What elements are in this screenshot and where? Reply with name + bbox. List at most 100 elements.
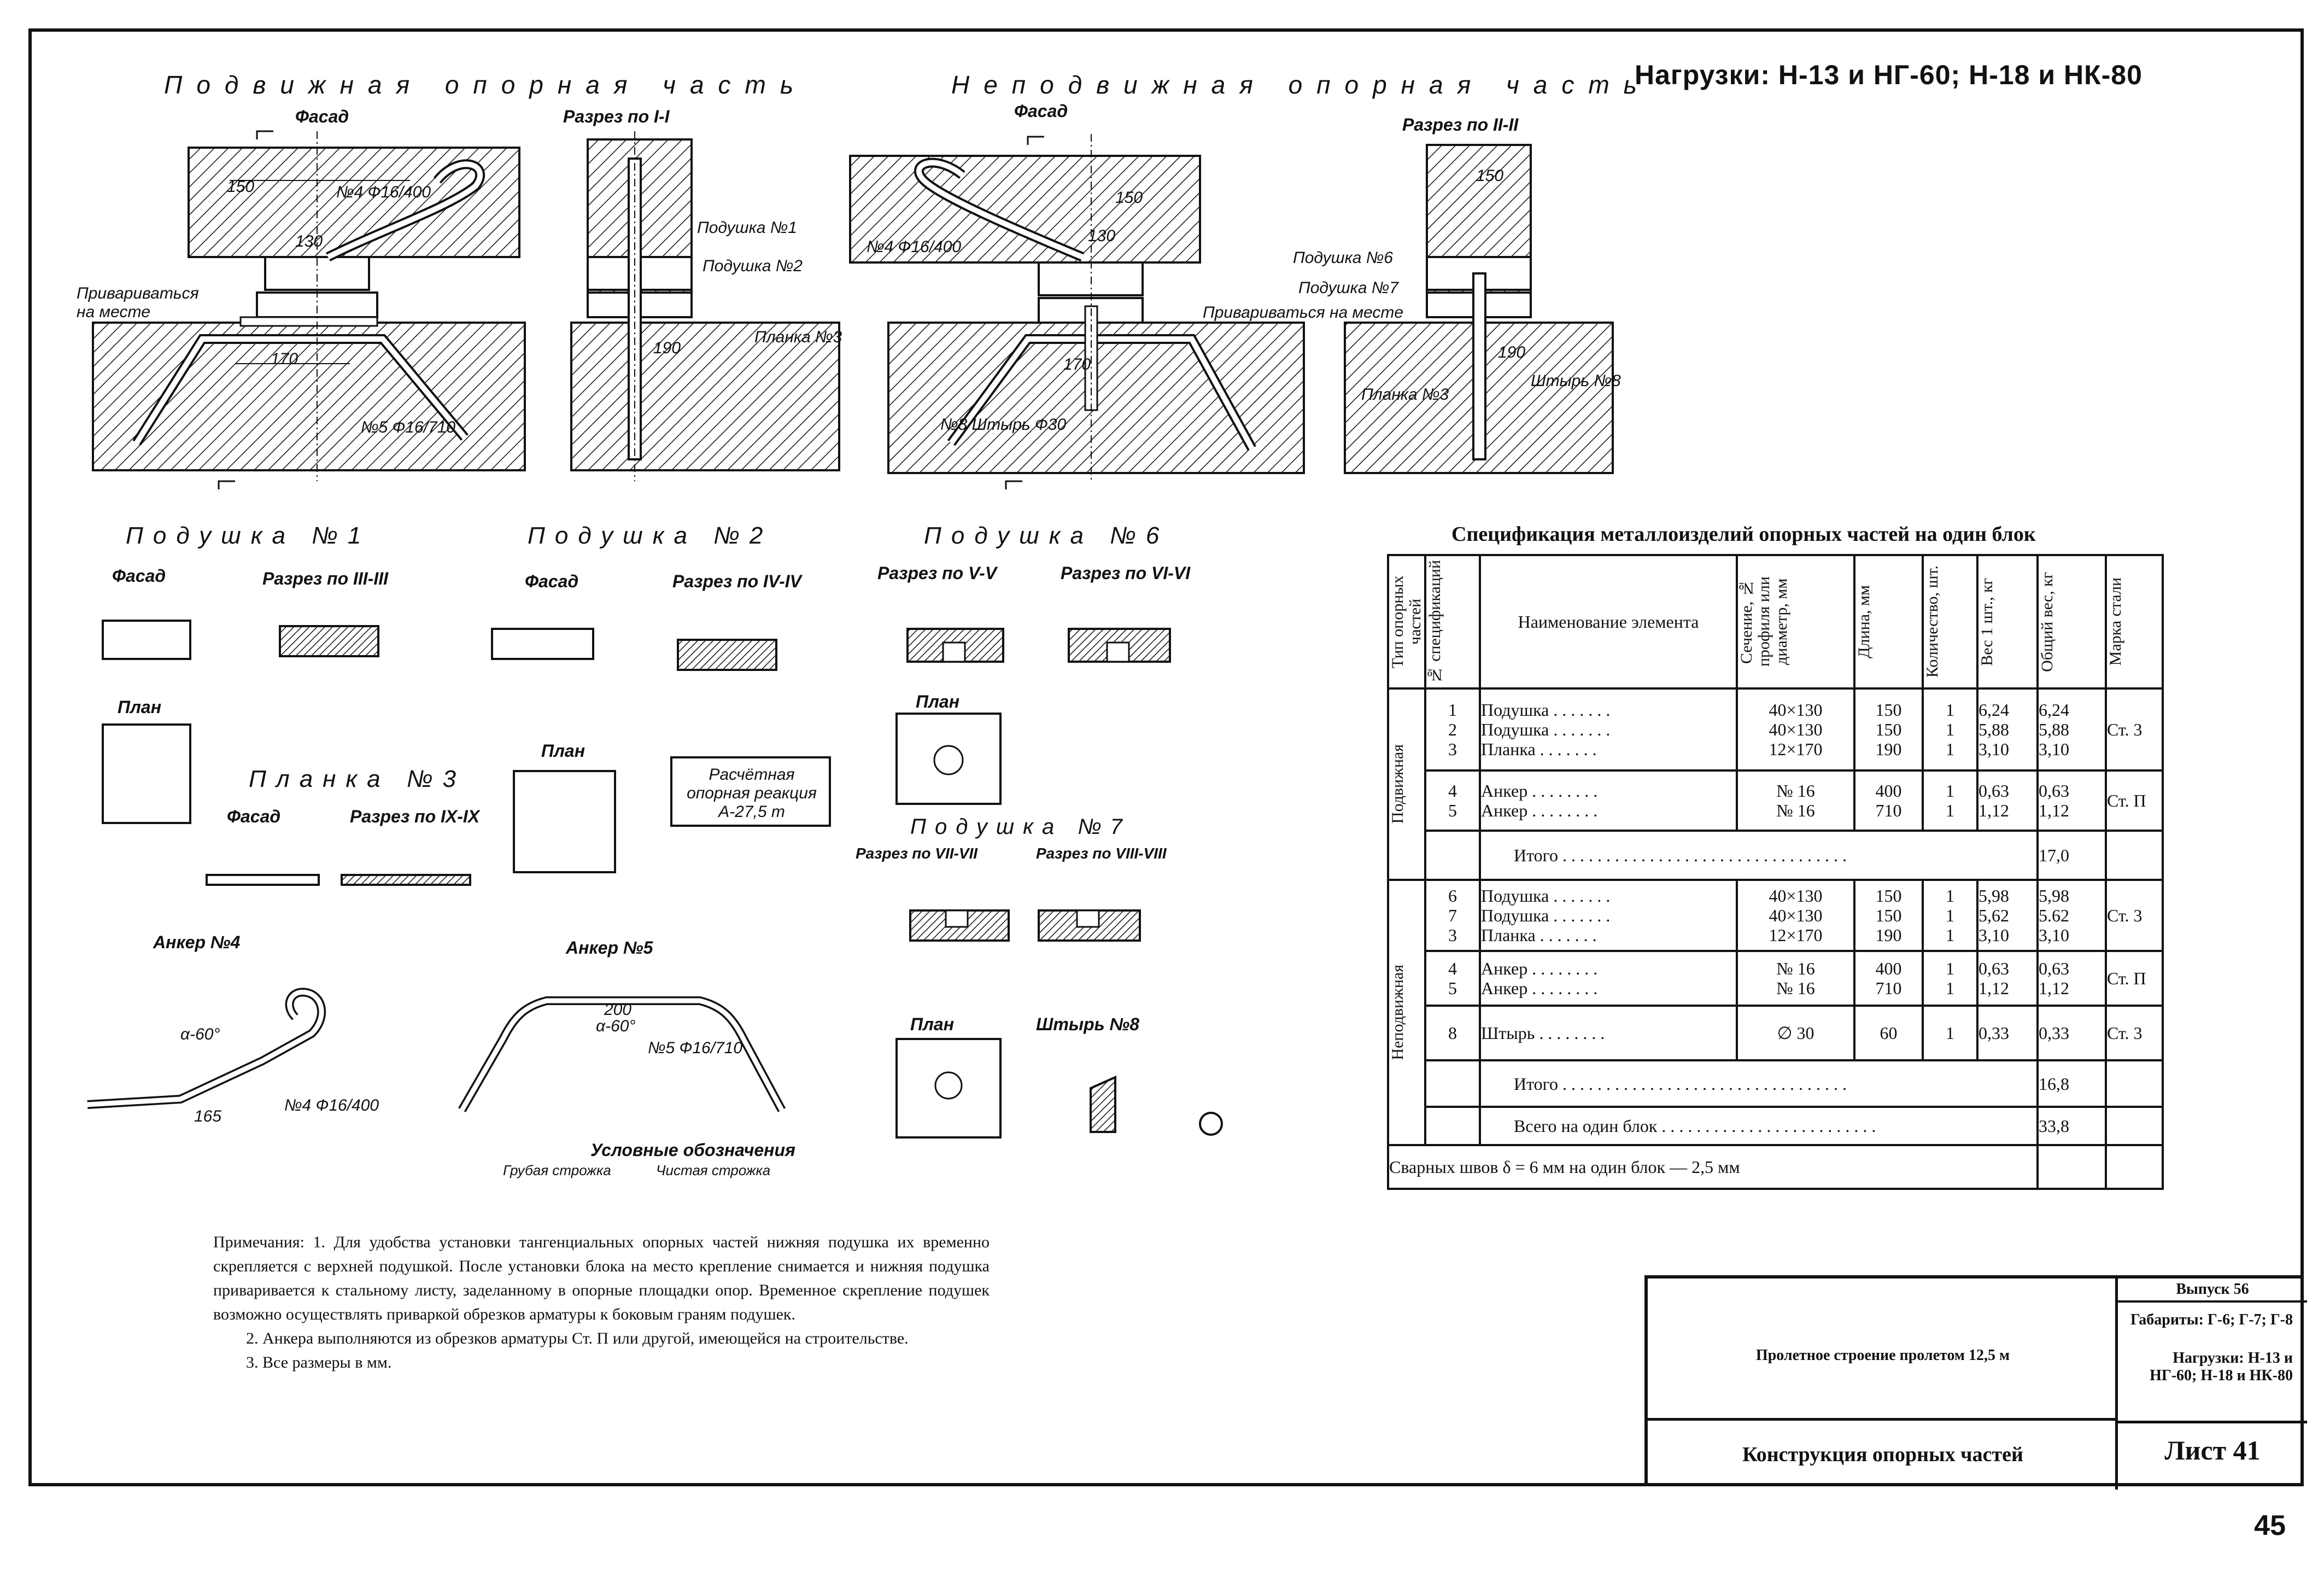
col-length: Длина, мм <box>1853 554 1924 690</box>
title-gabarits: Габариты: Г-6; Г-7; Г-8 <box>2130 1311 2293 1328</box>
cushion-6-title: Подушка №6 <box>924 522 1169 549</box>
cushion-2-drawings <box>491 628 777 873</box>
notes-block: Примечания: 1. Для удобства установки та… <box>213 1230 990 1375</box>
note-1: Примечания: 1. Для удобства установки та… <box>213 1233 990 1323</box>
reaction-box-frame <box>670 756 831 827</box>
pin-mark-label: №8 Штырь Ф30 <box>940 416 1067 434</box>
anchor5-mark: №5 Ф16/710 <box>648 1039 743 1057</box>
legend-fine: Чистая строжка <box>656 1162 771 1178</box>
spec-row-welds: Сварных швов δ = 6 мм на один блок — 2,5… <box>1387 1144 2164 1190</box>
section-9-label: Разрез по IX-IX <box>350 807 480 826</box>
dim-190-section1: 190 <box>653 339 681 357</box>
cushion-1-plan-label: План <box>118 697 162 717</box>
fixed-section-2-drawing <box>1344 144 1614 474</box>
page-number: 45 <box>2254 1510 2286 1542</box>
cushion-7-callout: Подушка №7 <box>1298 279 1398 297</box>
col-unit-weight: Вес 1 шт., кг <box>1976 554 2039 690</box>
movable-facade-drawing <box>92 131 526 481</box>
section-8-label: Разрез по VIII-VIII <box>1036 845 1167 862</box>
plate-3-callout: Планка №3 <box>754 328 842 346</box>
legend-rough: Грубая строжка <box>503 1162 611 1178</box>
anchor4-mark-fixed: №4 Ф16/400 <box>867 238 962 256</box>
welded-on-site-note-2: Привариваться на месте <box>1203 303 1404 322</box>
anchor5-angle: α-60° <box>596 1017 636 1035</box>
cushion-6-drawings <box>895 628 1171 805</box>
cushion-7-drawings <box>895 909 1141 1139</box>
cushion-2-callout: Подушка №2 <box>703 257 803 275</box>
dim-130-movable: 130 <box>295 232 323 250</box>
spec-row-movable-a: Подвижная 1 2 3 Подушка . . . . . . . По… <box>1387 687 2164 881</box>
section-7-label: Разрез по VII-VII <box>856 845 978 862</box>
cushion-1-title: Подушка №1 <box>126 522 371 549</box>
col-qty: Количество, шт. <box>1922 554 1978 690</box>
anchor5-dim-200: 200 <box>604 1001 632 1019</box>
cushion-2-facade-label: Фасад <box>525 571 579 591</box>
section-2-label: Разрез по II-II <box>1402 115 1519 135</box>
dim-150-movable: 150 <box>227 178 255 196</box>
plate-3-callout-fixed: Планка №3 <box>1361 386 1449 404</box>
fixed-facade-drawing <box>849 134 1305 481</box>
anchor4-angle: α-60° <box>180 1025 220 1043</box>
section-3-label: Разрез по III-III <box>262 569 389 588</box>
fixed-facade-label: Фасад <box>1014 101 1068 121</box>
section-markers <box>218 130 1044 489</box>
cushion-2-plan-label: План <box>541 741 586 761</box>
cushion-2-title: Подушка №2 <box>528 522 773 549</box>
movable-facade-label: Фасад <box>295 107 349 126</box>
col-steel: Марка стали <box>2105 554 2164 690</box>
section-5-label: Разрез по V-V <box>877 563 997 583</box>
title-subject: Конструкция опорных частей <box>1742 1443 2023 1466</box>
group-fixed: Неподвижная <box>1389 965 1407 1060</box>
pin-8-title: Штырь №8 <box>1036 1014 1140 1034</box>
anchor4-dim-165: 165 <box>194 1107 222 1125</box>
dim-190-section2: 190 <box>1498 343 1526 361</box>
title-issue: Выпуск 56 <box>2176 1281 2249 1298</box>
note-2: 2. Анкера выполняются из обрезков армату… <box>246 1329 909 1347</box>
cushion-1-facade-label: Фасад <box>112 566 166 586</box>
col-name: Наименование элемента <box>1479 554 1738 690</box>
cushion-6-callout: Подушка №6 <box>1293 249 1393 267</box>
anchor4-mark: №4 Ф16/400 <box>284 1096 379 1114</box>
spec-row-grand-total: Всего на один блок . . . . . . . . . . .… <box>1388 1106 2164 1146</box>
anchor4-mark-movable: №4 Ф16/400 <box>336 183 431 201</box>
title-span: Пролетное строение пролетом 12,5 м <box>1755 1347 2010 1364</box>
pin-8-callout: Штырь №8 <box>1531 372 1621 390</box>
movable-section-1-drawing <box>570 131 840 481</box>
spec-row-movable-b: 4 5 Анкер . . . . . . . . Анкер . . . . … <box>1388 769 2164 832</box>
col-type: Тип опорных частей <box>1387 554 1426 690</box>
title-block: Пролетное строение пролетом 12,5 м Конст… <box>1644 1275 2307 1490</box>
drawing-frame <box>28 28 2304 1486</box>
legend-title: Условные обозначения <box>590 1140 795 1160</box>
title-loads: Нагрузки: Н-13 и НГ-60; Н-18 и НК-80 <box>2150 1350 2293 1384</box>
section-1-label: Разрез по I-I <box>563 107 670 126</box>
reaction-box-text: Расчётная опорная реакция А-27,5 т <box>687 766 817 821</box>
dim-130-fixed: 130 <box>1088 227 1116 245</box>
plate-3-drawings <box>206 874 471 886</box>
spec-table: Тип опорных частей № спецификаций Наимен… <box>1387 554 2164 1190</box>
loads-heading: Нагрузки: Н-13 и НГ-60; Н-18 и НК-80 <box>1635 60 2142 90</box>
spec-row-fixed-c: 8 Штырь . . . . . . . . ∅ 30 60 1 0,33 0… <box>1388 1005 2164 1061</box>
cushion-7-plan-label: План <box>910 1014 955 1034</box>
plate-3-facade-label: Фасад <box>227 807 281 826</box>
welded-on-site-note-1: Привариваться на месте <box>77 284 199 321</box>
anchor-4-title: Анкер №4 <box>153 932 241 952</box>
anchor-5-title: Анкер №5 <box>566 938 653 958</box>
section-6-label: Разрез по VI-VI <box>1061 563 1191 583</box>
spec-row-movable-total: Итого . . . . . . . . . . . . . . . . . … <box>1388 830 2164 881</box>
group-movable: Подвижная <box>1389 744 1407 824</box>
spec-row-fixed-b: 4 5 Анкер . . . . . . . . Анкер . . . . … <box>1388 950 2164 1007</box>
cushion-1-drawings <box>102 620 379 824</box>
spec-row-fixed-total: Итого . . . . . . . . . . . . . . . . . … <box>1388 1059 2164 1108</box>
dim-150-section2: 150 <box>1476 167 1504 185</box>
spec-header-row: Тип опорных частей № спецификаций Наимен… <box>1387 554 2164 690</box>
note-3: 3. Все размеры в мм. <box>246 1353 392 1371</box>
pin-8-drawing <box>1090 1075 1223 1136</box>
cushion-1-callout: Подушка №1 <box>697 219 797 237</box>
col-spec-no: № спецификаций <box>1424 554 1481 690</box>
section-4-label: Разрез по IV-IV <box>672 571 801 591</box>
cushion-6-plan-label: План <box>916 692 960 711</box>
col-total-weight: Общий вес, кг <box>2036 554 2107 690</box>
fixed-part-title: Неподвижная опорная часть <box>951 71 1651 99</box>
movable-part-title: Подвижная опорная часть <box>164 71 808 99</box>
